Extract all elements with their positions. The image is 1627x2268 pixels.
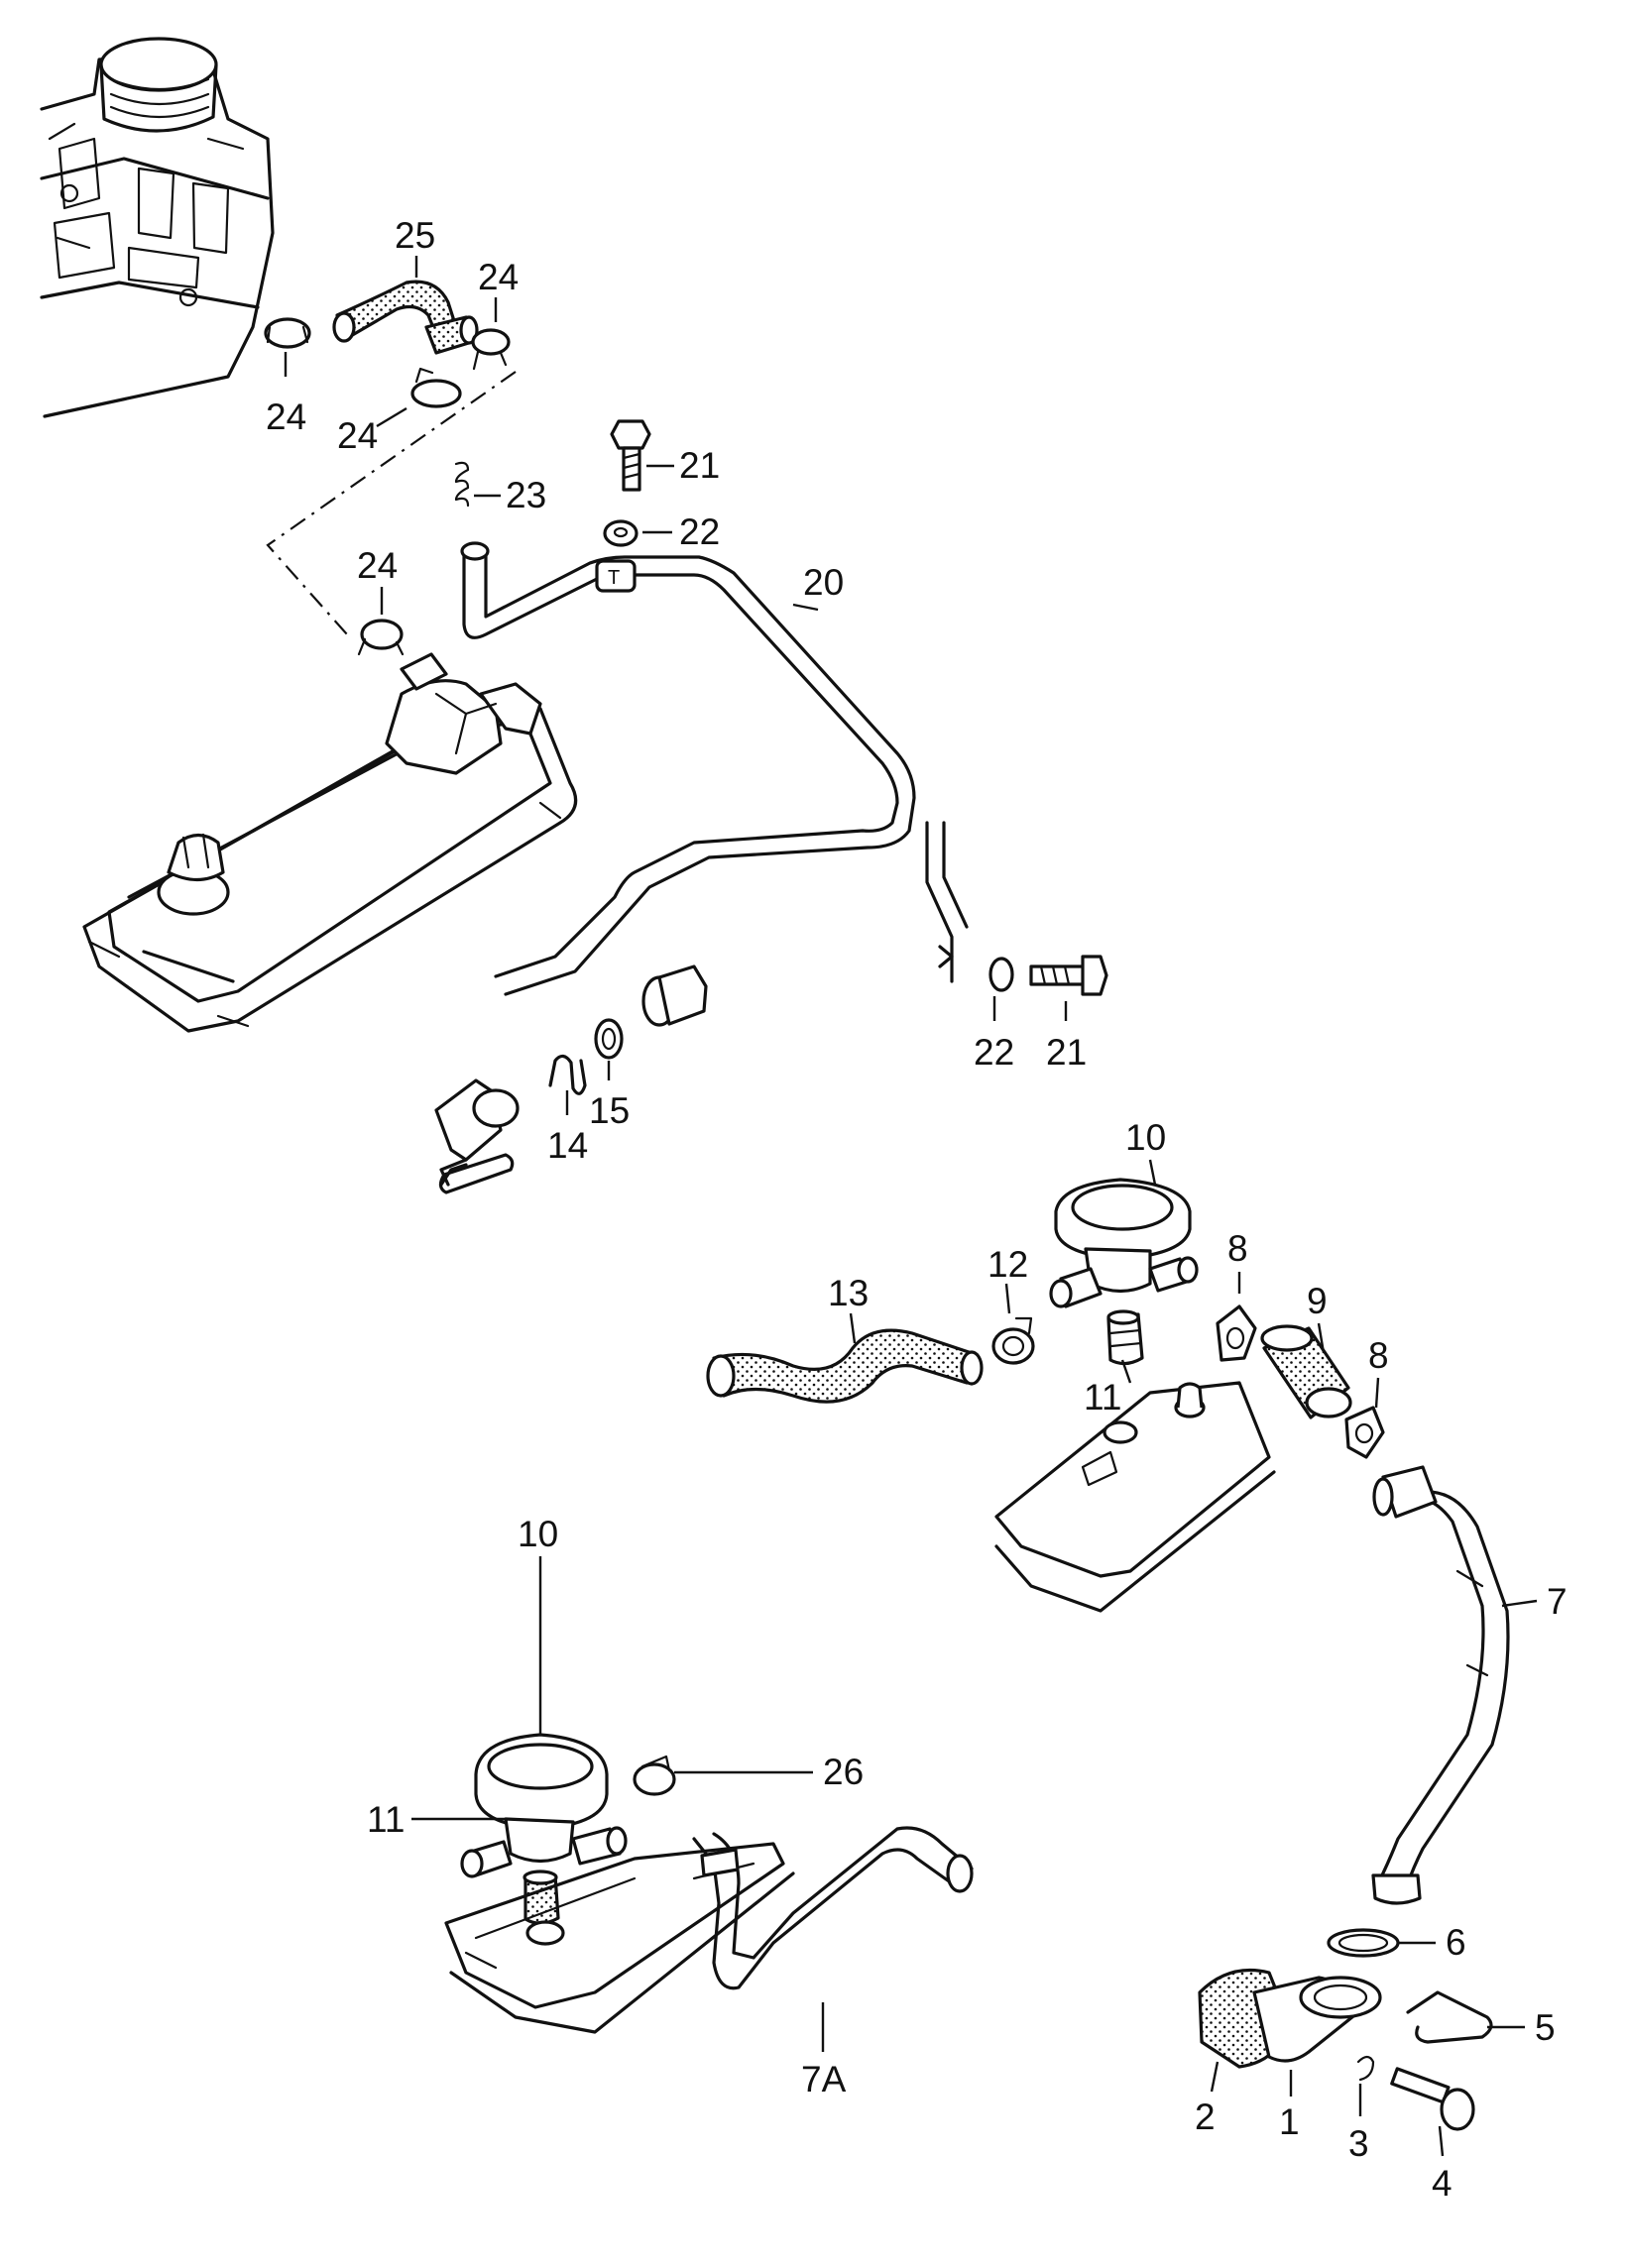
hose-25[interactable] <box>332 280 479 355</box>
callout-6: 6 <box>1446 1922 1466 1963</box>
filter-11-upper[interactable] <box>1106 1309 1144 1366</box>
callout-24-d: 24 <box>357 545 398 586</box>
hose-clip-8b[interactable] <box>1344 1406 1385 1459</box>
callout-7a: 7A <box>801 2059 847 2099</box>
spring-clip-5[interactable] <box>1406 1990 1493 2044</box>
hose-clip-12[interactable] <box>991 1316 1035 1365</box>
callout-2: 2 <box>1195 2097 1216 2137</box>
callout-14: 14 <box>547 1125 588 1166</box>
callout-22-a: 22 <box>679 511 720 552</box>
hose-7a[interactable] <box>692 1826 974 1990</box>
callout-8-b: 8 <box>1368 1335 1389 1376</box>
o-ring-15[interactable] <box>594 1018 624 1060</box>
spring-23[interactable] <box>454 461 470 508</box>
cylinder-head-cover-lower <box>444 1842 795 2034</box>
callout-20: 20 <box>803 562 844 603</box>
hose-clip-24b[interactable] <box>471 328 511 371</box>
callout-4: 4 <box>1432 2163 1453 2204</box>
callout-labels: 25 24 24 24 23 21 22 20 24 22 21 14 15 1… <box>266 215 1568 2204</box>
callout-21-a: 21 <box>679 445 720 486</box>
callout-22-b: 22 <box>974 1032 1014 1073</box>
bolt-21b[interactable] <box>1029 955 1108 996</box>
callout-23: 23 <box>506 475 546 515</box>
callout-15: 15 <box>589 1090 630 1131</box>
callout-24-a: 24 <box>478 257 519 297</box>
hose-13[interactable] <box>706 1328 984 1404</box>
callout-7: 7 <box>1547 1581 1568 1622</box>
callout-24-c: 24 <box>337 415 378 456</box>
hose-clip-24a[interactable] <box>264 317 311 349</box>
pcv-valve-10-lower[interactable] <box>460 1733 628 1878</box>
tee-marking: T <box>608 567 620 589</box>
callout-26: 26 <box>823 1752 864 1792</box>
callout-11-a: 11 <box>1084 1377 1121 1418</box>
hose-clip-24c[interactable] <box>410 367 462 408</box>
breather-pipe-20[interactable]: T <box>460 541 969 1027</box>
bolt-4[interactable] <box>1390 2067 1475 2131</box>
rocker-cover <box>82 652 578 1033</box>
callout-5: 5 <box>1535 2007 1556 2048</box>
bolt-21a[interactable] <box>610 419 651 492</box>
filter-11-lower[interactable] <box>523 1870 560 1925</box>
clip-14[interactable] <box>548 1054 587 1095</box>
valve-bracket-assembly[interactable] <box>434 1078 520 1194</box>
callout-25: 25 <box>395 215 435 256</box>
washer-3[interactable] <box>1356 2055 1375 2082</box>
connector-elbow-1[interactable] <box>1198 1968 1382 2069</box>
callout-24-b: 24 <box>266 397 306 437</box>
callout-11-b: 11 <box>367 1799 405 1840</box>
callout-10-b: 10 <box>518 1514 558 1554</box>
hose-clip-8a[interactable] <box>1216 1304 1257 1362</box>
callout-8-a: 8 <box>1227 1228 1248 1269</box>
hose-7[interactable] <box>1371 1465 1510 1905</box>
hose-clip-24d[interactable] <box>357 619 405 656</box>
callout-9: 9 <box>1307 1281 1328 1321</box>
leader-lines <box>284 256 1538 2157</box>
callout-1: 1 <box>1279 2101 1300 2142</box>
cylinder-head-cover-right <box>994 1381 1276 1613</box>
callout-12: 12 <box>988 1244 1028 1285</box>
hose-clip-26[interactable] <box>633 1755 676 1796</box>
callout-10-a: 10 <box>1125 1117 1166 1158</box>
pcv-valve-10-upper[interactable] <box>1049 1178 1199 1308</box>
callout-13: 13 <box>828 1273 869 1313</box>
washer-22a[interactable] <box>603 519 639 547</box>
hose-9[interactable] <box>1260 1324 1352 1419</box>
washer-22b[interactable] <box>988 957 1014 992</box>
o-ring-6[interactable] <box>1327 1928 1400 1958</box>
engine-block <box>40 37 275 418</box>
callout-21-b: 21 <box>1046 1032 1087 1073</box>
callout-3: 3 <box>1348 2123 1369 2164</box>
